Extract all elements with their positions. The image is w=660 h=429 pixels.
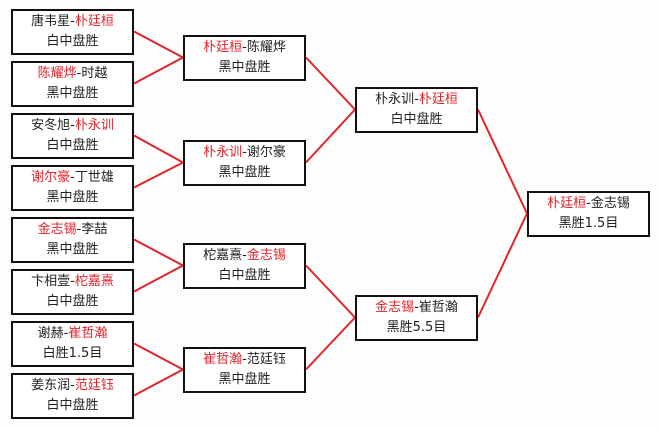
player-white: 金志锡 — [586, 196, 630, 211]
player-white: 朴永训 — [70, 118, 114, 133]
player-white: 崔哲瀚 — [64, 326, 108, 341]
match-box-r1-1: 唐韦星朴廷桓白中盘胜 — [11, 9, 134, 55]
player-black: 唐韦星 — [31, 14, 71, 29]
match-box-r1-8: 姜东润范廷钰白中盘胜 — [11, 373, 134, 419]
match-players: 崔哲瀚范廷钰 — [185, 350, 304, 370]
match-box-r3-2: 金志锡崔哲瀚黑胜5.5目 — [355, 295, 478, 341]
match-box-r2-4: 崔哲瀚范廷钰黑中盘胜 — [183, 347, 306, 393]
match-result: 黑中盘胜 — [46, 242, 99, 257]
match-result: 黑中盘胜 — [218, 60, 271, 75]
bracket-connector — [133, 30, 184, 59]
player-white: 李喆 — [77, 222, 108, 237]
match-result: 白中盘胜 — [46, 294, 99, 309]
match-result: 白胜1.5目 — [42, 346, 103, 361]
player-black: 谢尔豪 — [31, 170, 71, 185]
player-white: 朴廷桓 — [414, 92, 458, 107]
match-box-r1-4: 谢尔豪丁世雄黑中盘胜 — [11, 165, 134, 211]
match-players: 卞相壹柁嘉熹 — [13, 272, 132, 292]
match-result: 黑中盘胜 — [218, 372, 271, 387]
player-black: 朴永训 — [375, 92, 415, 107]
bracket-connector — [305, 264, 356, 319]
match-box-r2-2: 朴永训谢尔豪黑中盘胜 — [183, 140, 306, 186]
match-box-r3-1: 朴永训朴廷桓白中盘胜 — [355, 87, 478, 133]
match-players: 唐韦星朴廷桓 — [13, 12, 132, 32]
match-box-r1-5: 金志锡李喆黑中盘胜 — [11, 217, 134, 263]
player-white: 范廷钰 — [242, 352, 286, 367]
match-result: 白中盘胜 — [46, 398, 99, 413]
player-white: 时越 — [77, 66, 108, 81]
match-box-r4-1: 朴廷桓金志锡黑胜1.5目 — [527, 191, 650, 237]
player-white: 金志锡 — [242, 248, 286, 263]
match-result: 黑胜1.5目 — [558, 216, 619, 231]
bracket-connector — [477, 109, 528, 214]
match-players: 安冬旭朴永训 — [13, 116, 132, 136]
player-black: 朴廷桓 — [203, 40, 243, 55]
match-result: 黑胜5.5目 — [386, 320, 447, 335]
player-black: 安冬旭 — [31, 118, 71, 133]
bracket-connector — [133, 264, 184, 293]
player-white: 范廷钰 — [70, 378, 114, 393]
match-box-r1-2: 陈耀烨时越黑中盘胜 — [11, 61, 134, 107]
bracket-connector — [133, 134, 184, 164]
match-players: 朴永训谢尔豪 — [185, 143, 304, 163]
player-white: 崔哲瀚 — [414, 300, 458, 315]
match-box-r1-7: 谢赫崔哲瀚白胜1.5目 — [11, 321, 134, 367]
match-players: 姜东润范廷钰 — [13, 376, 132, 396]
player-white: 朴廷桓 — [70, 14, 114, 29]
match-result: 黑中盘胜 — [218, 165, 271, 180]
match-box-r1-3: 安冬旭朴永训白中盘胜 — [11, 113, 134, 159]
bracket-connector — [133, 368, 184, 397]
match-players: 谢赫崔哲瀚 — [13, 324, 132, 344]
player-black: 柁嘉熹 — [203, 248, 243, 263]
bracket-connector — [305, 56, 356, 111]
match-result: 白中盘胜 — [390, 112, 443, 127]
bracket-connector — [133, 342, 184, 371]
player-black: 陈耀烨 — [37, 66, 77, 81]
match-players: 谢尔豪丁世雄 — [13, 168, 132, 188]
match-box-r2-3: 柁嘉熹金志锡白中盘胜 — [183, 243, 306, 289]
player-black: 谢赫 — [37, 326, 64, 341]
bracket-connector — [133, 238, 184, 267]
match-players: 陈耀烨时越 — [13, 64, 132, 84]
match-result: 白中盘胜 — [218, 268, 271, 283]
match-result: 黑中盘胜 — [46, 86, 99, 101]
match-result: 黑中盘胜 — [46, 190, 99, 205]
player-white: 丁世雄 — [70, 170, 114, 185]
player-white: 谢尔豪 — [242, 145, 286, 160]
player-black: 姜东润 — [31, 378, 71, 393]
match-players: 朴廷桓金志锡 — [529, 194, 648, 214]
bracket-connector — [477, 213, 528, 318]
player-black: 卞相壹 — [31, 274, 71, 289]
bracket-connector — [305, 316, 356, 371]
player-black: 朴永训 — [203, 145, 243, 160]
player-black: 金志锡 — [37, 222, 77, 237]
player-black: 崔哲瀚 — [203, 352, 243, 367]
match-players: 朴廷桓陈耀烨 — [185, 38, 304, 58]
bracket-connector — [305, 108, 356, 164]
match-box-r2-1: 朴廷桓陈耀烨黑中盘胜 — [183, 35, 306, 81]
match-players: 朴永训朴廷桓 — [357, 90, 476, 110]
match-box-r1-6: 卞相壹柁嘉熹白中盘胜 — [11, 269, 134, 315]
match-result: 白中盘胜 — [46, 138, 99, 153]
match-result: 白中盘胜 — [46, 34, 99, 49]
bracket-connector — [133, 56, 184, 85]
match-players: 金志锡李喆 — [13, 220, 132, 240]
match-players: 柁嘉熹金志锡 — [185, 246, 304, 266]
bracket-connector — [133, 161, 184, 189]
player-black: 金志锡 — [375, 300, 415, 315]
match-players: 金志锡崔哲瀚 — [357, 298, 476, 318]
player-white: 陈耀烨 — [242, 40, 286, 55]
player-black: 朴廷桓 — [547, 196, 587, 211]
player-white: 柁嘉熹 — [70, 274, 114, 289]
